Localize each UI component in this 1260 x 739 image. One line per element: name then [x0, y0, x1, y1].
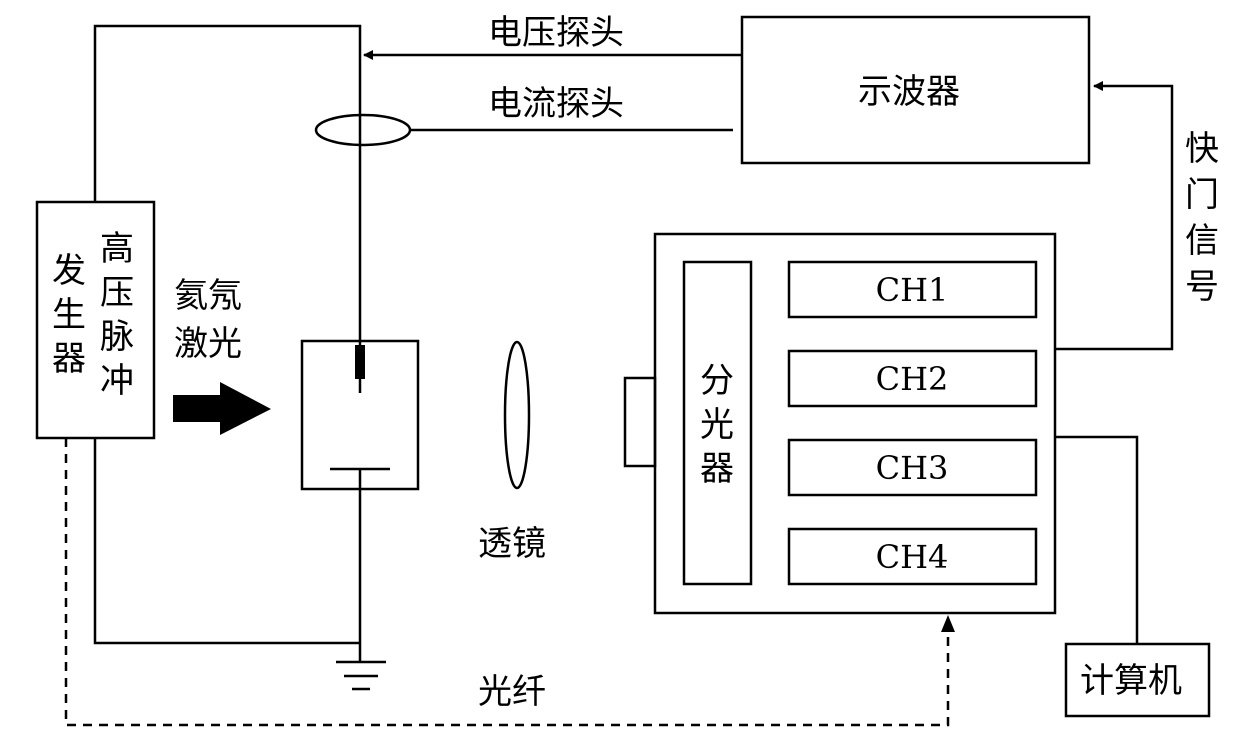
shutter-char: 信: [1185, 221, 1219, 261]
optical-fiber-line: [64, 438, 950, 727]
channel-label: CH2: [876, 360, 949, 398]
beam-splitter-label: 分 光 器: [700, 361, 745, 489]
generator-label-col1: 发 生 器: [52, 251, 97, 379]
splitter-char: 分: [700, 361, 734, 401]
ground-symbol: [336, 660, 386, 691]
lens-label: 透镜: [478, 524, 546, 564]
fiber-label: 光纤: [478, 672, 546, 712]
fiber-arrowhead: [941, 615, 955, 632]
oscilloscope-label: 示波器: [858, 72, 960, 112]
splitter-char: 光: [700, 405, 734, 445]
lens: [503, 340, 531, 490]
computer-label: 计算机: [1080, 661, 1182, 701]
generator-top-wire: [93, 24, 362, 345]
channel-label: CH1: [876, 271, 949, 309]
generator-label-col2: 高 压 脉 冲: [100, 229, 145, 401]
current-probe-coil: [314, 113, 412, 147]
splitter-char: 器: [700, 449, 734, 489]
shutter-char: 门: [1185, 175, 1219, 215]
generator-bottom-wire: [93, 438, 360, 645]
channel-label: CH4: [876, 538, 949, 576]
channel-ch4: CH4: [787, 527, 1038, 586]
shutter-signal-line: [1055, 81, 1174, 351]
laser-label-line1: 氦氖: [174, 276, 242, 316]
entrance-slit: [623, 376, 657, 468]
generator-char: 脉: [100, 317, 134, 357]
oscilloscope-box: [740, 15, 1091, 165]
generator-char: 发: [52, 251, 86, 291]
upper-electrode: [355, 345, 365, 379]
generator-char: 冲: [100, 361, 134, 401]
voltage-probe-label: 电压探头: [488, 13, 624, 53]
computer-data-line: [1055, 435, 1139, 644]
channel-ch1: CH1: [787, 260, 1038, 319]
laser-label-line2: 激光: [174, 324, 242, 364]
shutter-signal-label: 快 门 信 号: [1185, 129, 1230, 307]
channel-ch2: CH2: [787, 349, 1038, 408]
channel-label: CH3: [876, 449, 949, 487]
generator-char: 高: [100, 229, 134, 269]
current-probe-label: 电流探头: [488, 84, 624, 124]
generator-char: 压: [100, 273, 134, 313]
computer-box: [1064, 642, 1211, 718]
channel-ch3: CH3: [787, 438, 1038, 497]
beam-splitter-box: [682, 260, 753, 586]
generator-char: 生: [52, 295, 86, 335]
shutter-char: 快: [1185, 129, 1219, 169]
laser-beam-arrow: [173, 382, 271, 435]
generator-char: 器: [52, 339, 86, 379]
shutter-char: 号: [1185, 267, 1219, 307]
